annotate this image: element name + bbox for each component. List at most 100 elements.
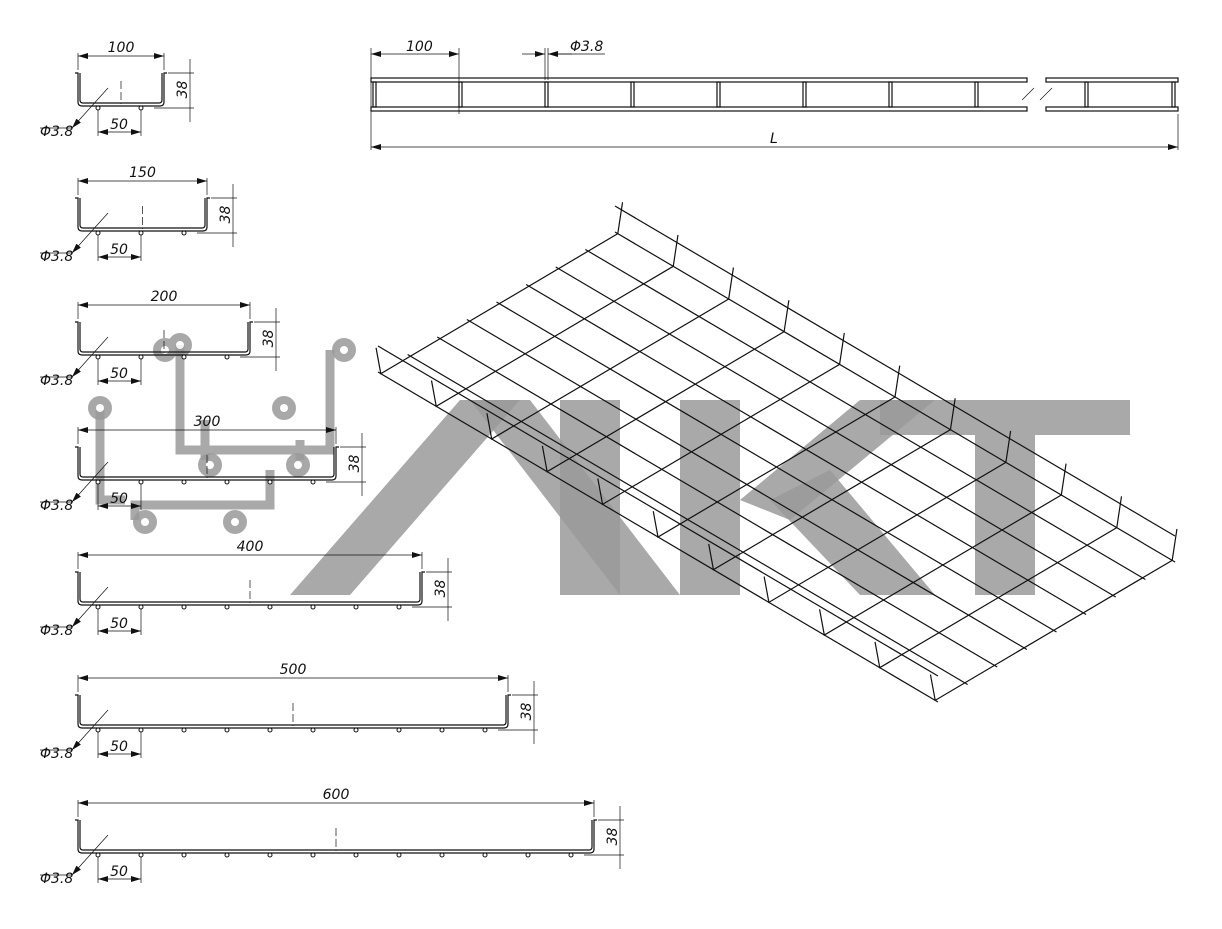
wire-dot <box>224 727 230 733</box>
cross-wire <box>541 300 790 473</box>
height-label: 38 <box>347 455 363 473</box>
wire-dot <box>396 852 402 858</box>
wire-leader <box>71 709 109 751</box>
wire-leader <box>71 834 109 876</box>
bottom-rail-end <box>1045 106 1179 112</box>
wire-dot <box>95 479 101 485</box>
wire-dot <box>138 354 144 360</box>
width-label: 600 <box>323 787 350 803</box>
width-label: 150 <box>129 165 156 181</box>
wire-dot <box>568 852 574 858</box>
profile-500: 500 38 50 Φ3.8 <box>40 662 538 762</box>
cross-wire <box>1171 81 1176 108</box>
length-label: L <box>770 131 778 147</box>
wire-dot <box>482 727 488 733</box>
wire-diameter-label: Φ3.8 <box>40 746 73 762</box>
cross-wire <box>544 81 549 108</box>
wire-dot <box>439 727 445 733</box>
wire-leader <box>71 461 109 503</box>
pitch-label: 50 <box>110 491 128 507</box>
wire-dot <box>138 230 144 236</box>
wire-dot <box>181 354 187 360</box>
wire-dot <box>138 604 144 610</box>
wire-dot <box>95 852 101 858</box>
cross-wire <box>763 430 1012 604</box>
cross-wire <box>430 234 679 408</box>
tray-profile <box>75 197 210 232</box>
wire-dot <box>95 604 101 610</box>
wire-dot <box>525 852 531 858</box>
cross-wire <box>375 202 624 375</box>
tray-profile <box>75 72 167 107</box>
wire-leader <box>71 212 109 254</box>
tray-profile <box>75 321 253 356</box>
cross-wire <box>929 528 1178 702</box>
cross-wire <box>874 496 1123 669</box>
wire-dot <box>482 852 488 858</box>
top-pitch-label: 100 <box>406 39 433 55</box>
cross-wire <box>630 81 635 108</box>
tray-profile <box>75 694 511 729</box>
height-label: 38 <box>261 330 277 348</box>
top-view: 100 Φ3.8 L <box>370 39 1179 150</box>
wire-dot <box>267 479 273 485</box>
cross-wire <box>458 81 463 108</box>
height-label: 38 <box>519 703 535 721</box>
wire-dot <box>95 354 101 360</box>
pitch-label: 50 <box>110 864 128 880</box>
wire-dot <box>310 604 316 610</box>
wire-dot <box>181 852 187 858</box>
height-label: 38 <box>605 828 621 846</box>
wire-diameter-label: Φ3.8 <box>40 124 73 140</box>
wire-dot <box>95 105 101 111</box>
width-label: 500 <box>280 662 307 678</box>
pitch-label: 50 <box>110 739 128 755</box>
wire-leader <box>71 586 109 628</box>
width-label: 100 <box>108 40 135 56</box>
cross-wire <box>1084 81 1089 108</box>
profile-sections: 1003850Φ3.81503850Φ3.82003850Φ3.83003850… <box>40 40 624 887</box>
pitch-label: 50 <box>110 616 128 632</box>
cross-wire <box>974 81 979 108</box>
tray-profile <box>75 819 597 854</box>
cross-wire <box>802 81 807 108</box>
watermark-logo <box>88 333 1130 595</box>
wire-dot <box>138 727 144 733</box>
height-label: 38 <box>218 206 234 224</box>
pitch-label: 50 <box>110 117 128 133</box>
tray-profile <box>75 571 425 606</box>
wire-dot <box>396 727 402 733</box>
cross-wire <box>372 81 377 108</box>
wire-dot <box>267 727 273 733</box>
wire-dot <box>224 852 230 858</box>
wire-dot <box>353 604 359 610</box>
tray-profile <box>75 446 339 481</box>
wire-dot <box>138 479 144 485</box>
wire-diameter-label: Φ3.8 <box>40 373 73 389</box>
wire-dot <box>267 852 273 858</box>
wire-dot <box>181 727 187 733</box>
back-top-rail <box>614 205 1176 537</box>
wire-dot <box>396 604 402 610</box>
wire-leader <box>71 87 109 129</box>
wire-dot <box>181 230 187 236</box>
wire-dot <box>138 105 144 111</box>
wire-dot <box>439 852 445 858</box>
wire-dot <box>310 727 316 733</box>
cross-wire <box>486 267 735 440</box>
width-label: 200 <box>151 289 178 305</box>
wire-dot <box>181 479 187 485</box>
top-wire-label: Φ3.8 <box>570 39 603 55</box>
cross-wire <box>708 398 956 571</box>
wire-dot <box>267 604 273 610</box>
top-rail-end <box>1045 77 1179 83</box>
wire-leader <box>71 336 109 378</box>
